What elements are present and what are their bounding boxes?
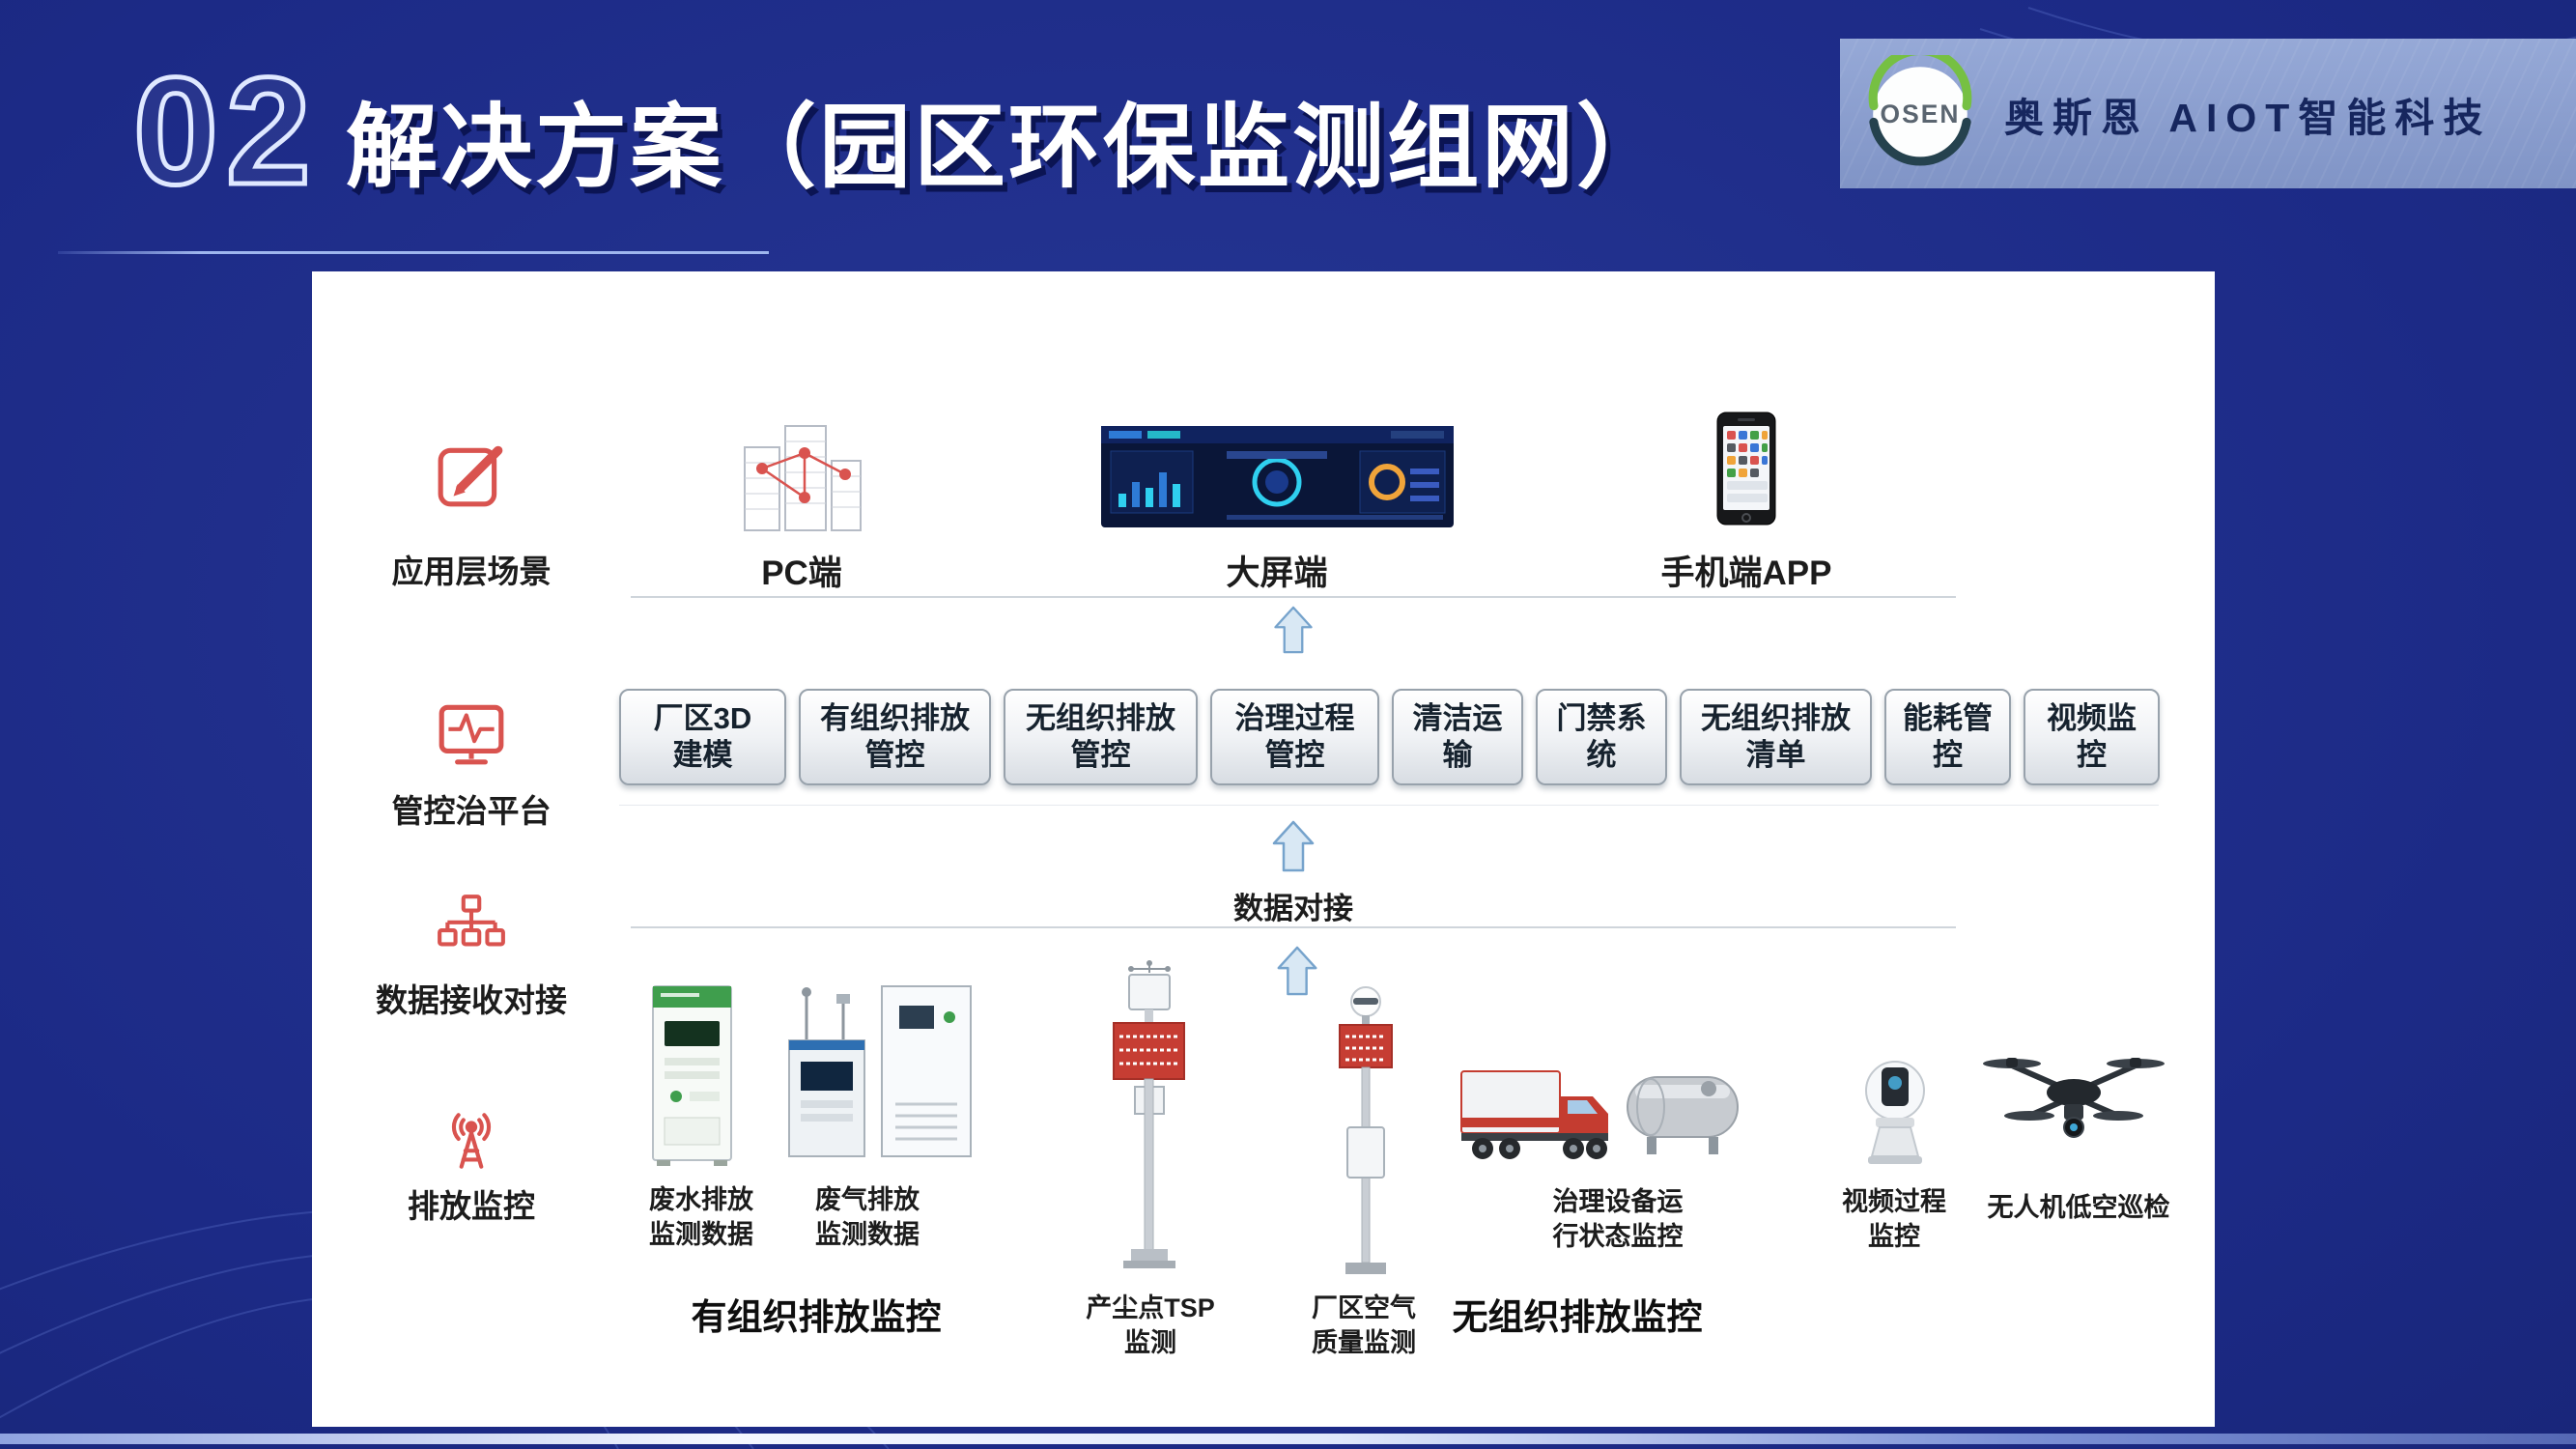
layer-label-platform: 管控治平台 — [391, 793, 552, 829]
section-number: 02 — [131, 44, 319, 219]
edit-icon — [438, 445, 503, 507]
module-clean-transport: 清洁运 输 — [1392, 689, 1523, 785]
module-video-monitoring: 视频监 控 — [2024, 689, 2160, 785]
data-link-label: 数据对接 — [1233, 892, 1353, 925]
module-factory-3d: 厂区3D 建模 — [619, 689, 786, 785]
wastewater-cabinet-image — [652, 985, 732, 1166]
treatment-equipment-label: 治理设备运 行状态监控 — [1552, 1187, 1684, 1251]
organized-emission-group-label: 有组织排放监控 — [691, 1297, 942, 1337]
mobile-app-label: 手机端APP — [1660, 554, 1832, 592]
waste-gas-cabinets-image — [788, 985, 972, 1157]
bottom-accent-bar — [0, 1434, 2576, 1444]
tsp-pole-image — [1113, 960, 1185, 1268]
up-arrow-icon-2 — [1272, 820, 1315, 872]
module-access-control: 门禁系 统 — [1536, 689, 1667, 785]
waste-gas-label: 废气排放 监测数据 — [815, 1185, 920, 1249]
smartphone-image — [1716, 412, 1776, 526]
dashboard-screen-image — [1101, 426, 1454, 527]
wastewater-label: 废水排放 监测数据 — [649, 1185, 753, 1249]
pc-label: PC端 — [761, 554, 842, 592]
air-quality-label: 厂区空气 质量监测 — [1312, 1293, 1416, 1357]
tsp-label: 产尘点TSP 监测 — [1086, 1293, 1215, 1357]
content-panel: 应用层场景 管控治平台 数据接收对接 — [312, 271, 2215, 1427]
title-underline — [58, 251, 769, 254]
layer-label-data-receive: 数据接收对接 — [376, 982, 567, 1018]
truck-image — [1460, 1070, 1608, 1159]
treatment-tank-image — [1627, 1076, 1739, 1154]
brand-banner: OSEN 奥斯恩 AIOT智能科技 — [1840, 39, 2576, 188]
layer-label-emission: 排放监控 — [408, 1188, 535, 1224]
layer-label-application: 应用层场景 — [391, 554, 552, 589]
air-quality-pole-image — [1339, 986, 1393, 1274]
module-treatment-process: 治理过程 管控 — [1210, 689, 1379, 785]
module-organized-emission-control: 有组织排放 管控 — [799, 689, 991, 785]
module-unorganized-emission-list: 无组织排放 清单 — [1680, 689, 1872, 785]
up-arrow-icon-3 — [1277, 946, 1317, 996]
unorganized-emission-group-label: 无组织排放监控 — [1452, 1297, 1703, 1337]
up-arrow-icon-1 — [1274, 606, 1313, 654]
module-unorganized-emission-control: 无组织排放 管控 — [1004, 689, 1198, 785]
sitemap-icon — [438, 895, 505, 947]
drone-label: 无人机低空巡检 — [1987, 1193, 2170, 1222]
ptz-camera-image — [1865, 1061, 1925, 1164]
monitor-pulse-icon — [439, 704, 504, 765]
video-process-label: 视频过程 监控 — [1842, 1187, 1946, 1251]
pc-building-image — [744, 425, 862, 531]
row-divider-data-link — [631, 926, 1956, 928]
antenna-icon — [451, 1113, 492, 1169]
row-divider-under-modules — [619, 805, 2159, 806]
big-screen-label: 大屏端 — [1226, 554, 1328, 592]
row-divider-top — [631, 596, 1956, 598]
osen-logo-icon: OSEN — [1868, 54, 1972, 166]
logo-text: OSEN — [1880, 99, 1960, 128]
module-energy-management: 能耗管 控 — [1884, 689, 2011, 785]
page-title: 解决方案（园区环保监测组网） — [346, 97, 1672, 199]
company-name: 奥斯恩 AIOT智能科技 — [2004, 95, 2492, 140]
platform-module-row: 厂区3D 建模 有组织排放 管控 无组织排放 管控 治理过程 管控 清洁运 输 … — [619, 689, 2160, 785]
drone-image — [1983, 1058, 2165, 1138]
